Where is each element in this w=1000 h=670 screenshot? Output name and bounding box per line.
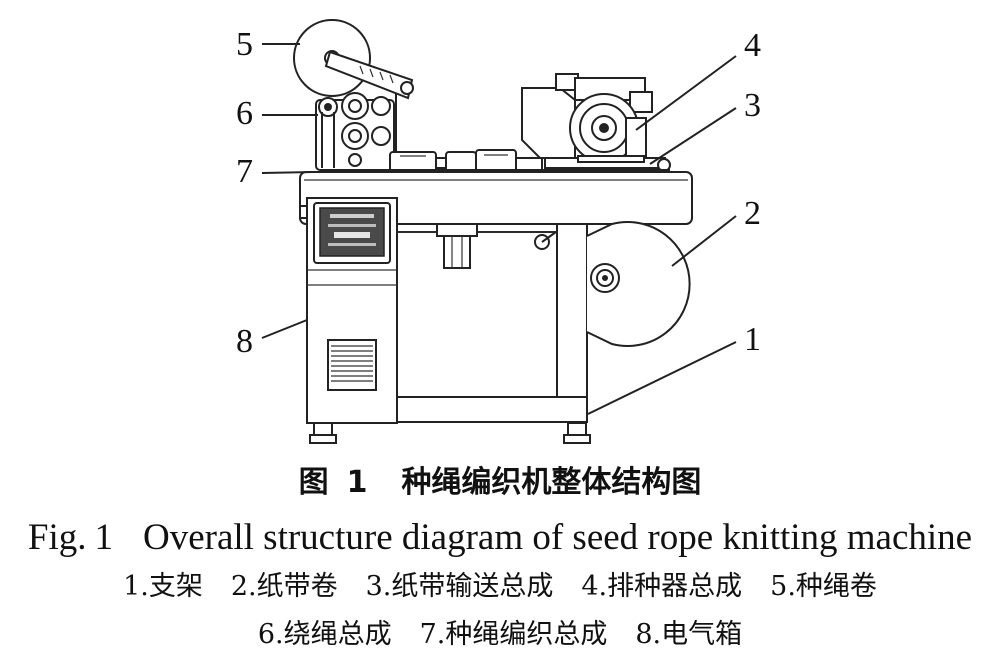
legend-item-seed-metering: 4.排种器总成 [581,571,743,602]
callout-4: 4 [744,27,761,64]
caption-en-prefix: Fig. [27,517,87,558]
callout-5: 5 [236,26,253,63]
rope-winding-assembly [315,92,395,171]
caption-zh-number: 1 [346,465,368,500]
seed-rope-roll [293,19,414,165]
legend-item-paper-tape-conveying: 3.纸带输送总成 [365,571,554,602]
caption-en-number: 1 [94,517,113,558]
legend-item-electrical-box: 8.电气箱 [635,619,743,650]
legend-line-1: 1.支架 2.纸带卷 3.纸带输送总成 4.排种器总成 5.种绳卷 [0,565,1000,609]
legend-item-paper-tape-roll: 2.纸带卷 [230,571,338,602]
figure-caption-english: Fig.1 Overall structure diagram of seed r… [0,515,1000,561]
caption-zh-title: 种绳编织机整体结构图 [401,465,702,500]
caption-zh-prefix: 图 [298,465,329,500]
legend-item-support: 1.支架 [123,571,203,602]
callout-3: 3 [744,87,761,124]
vent-grille [331,345,373,382]
caption-en-title: Overall structure diagram of seed rope k… [142,517,973,558]
callout-1: 1 [744,321,761,358]
leader-lines [261,43,737,415]
callout-6: 6 [236,95,253,132]
callout-8: 8 [236,323,253,360]
seed-metering-assembly [521,73,653,163]
legend-item-seed-rope-roll: 5.种绳卷 [770,571,877,602]
legend-item-rope-winding: 6.绕绳总成 [257,619,392,650]
callout-7: 7 [236,153,253,190]
callout-2: 2 [744,195,761,232]
electrical-box [299,202,397,391]
rope-braiding-assembly [320,149,560,173]
machine-structure-diagram: 5 6 7 8 4 3 2 1 [236,19,761,444]
legend-item-rope-braiding: 7.种绳编织总成 [419,619,608,650]
paper-tape-roll [586,221,691,347]
legend-line-2: 6.绕绳总成 7.种绳编织总成 8.电气箱 [0,613,1000,657]
